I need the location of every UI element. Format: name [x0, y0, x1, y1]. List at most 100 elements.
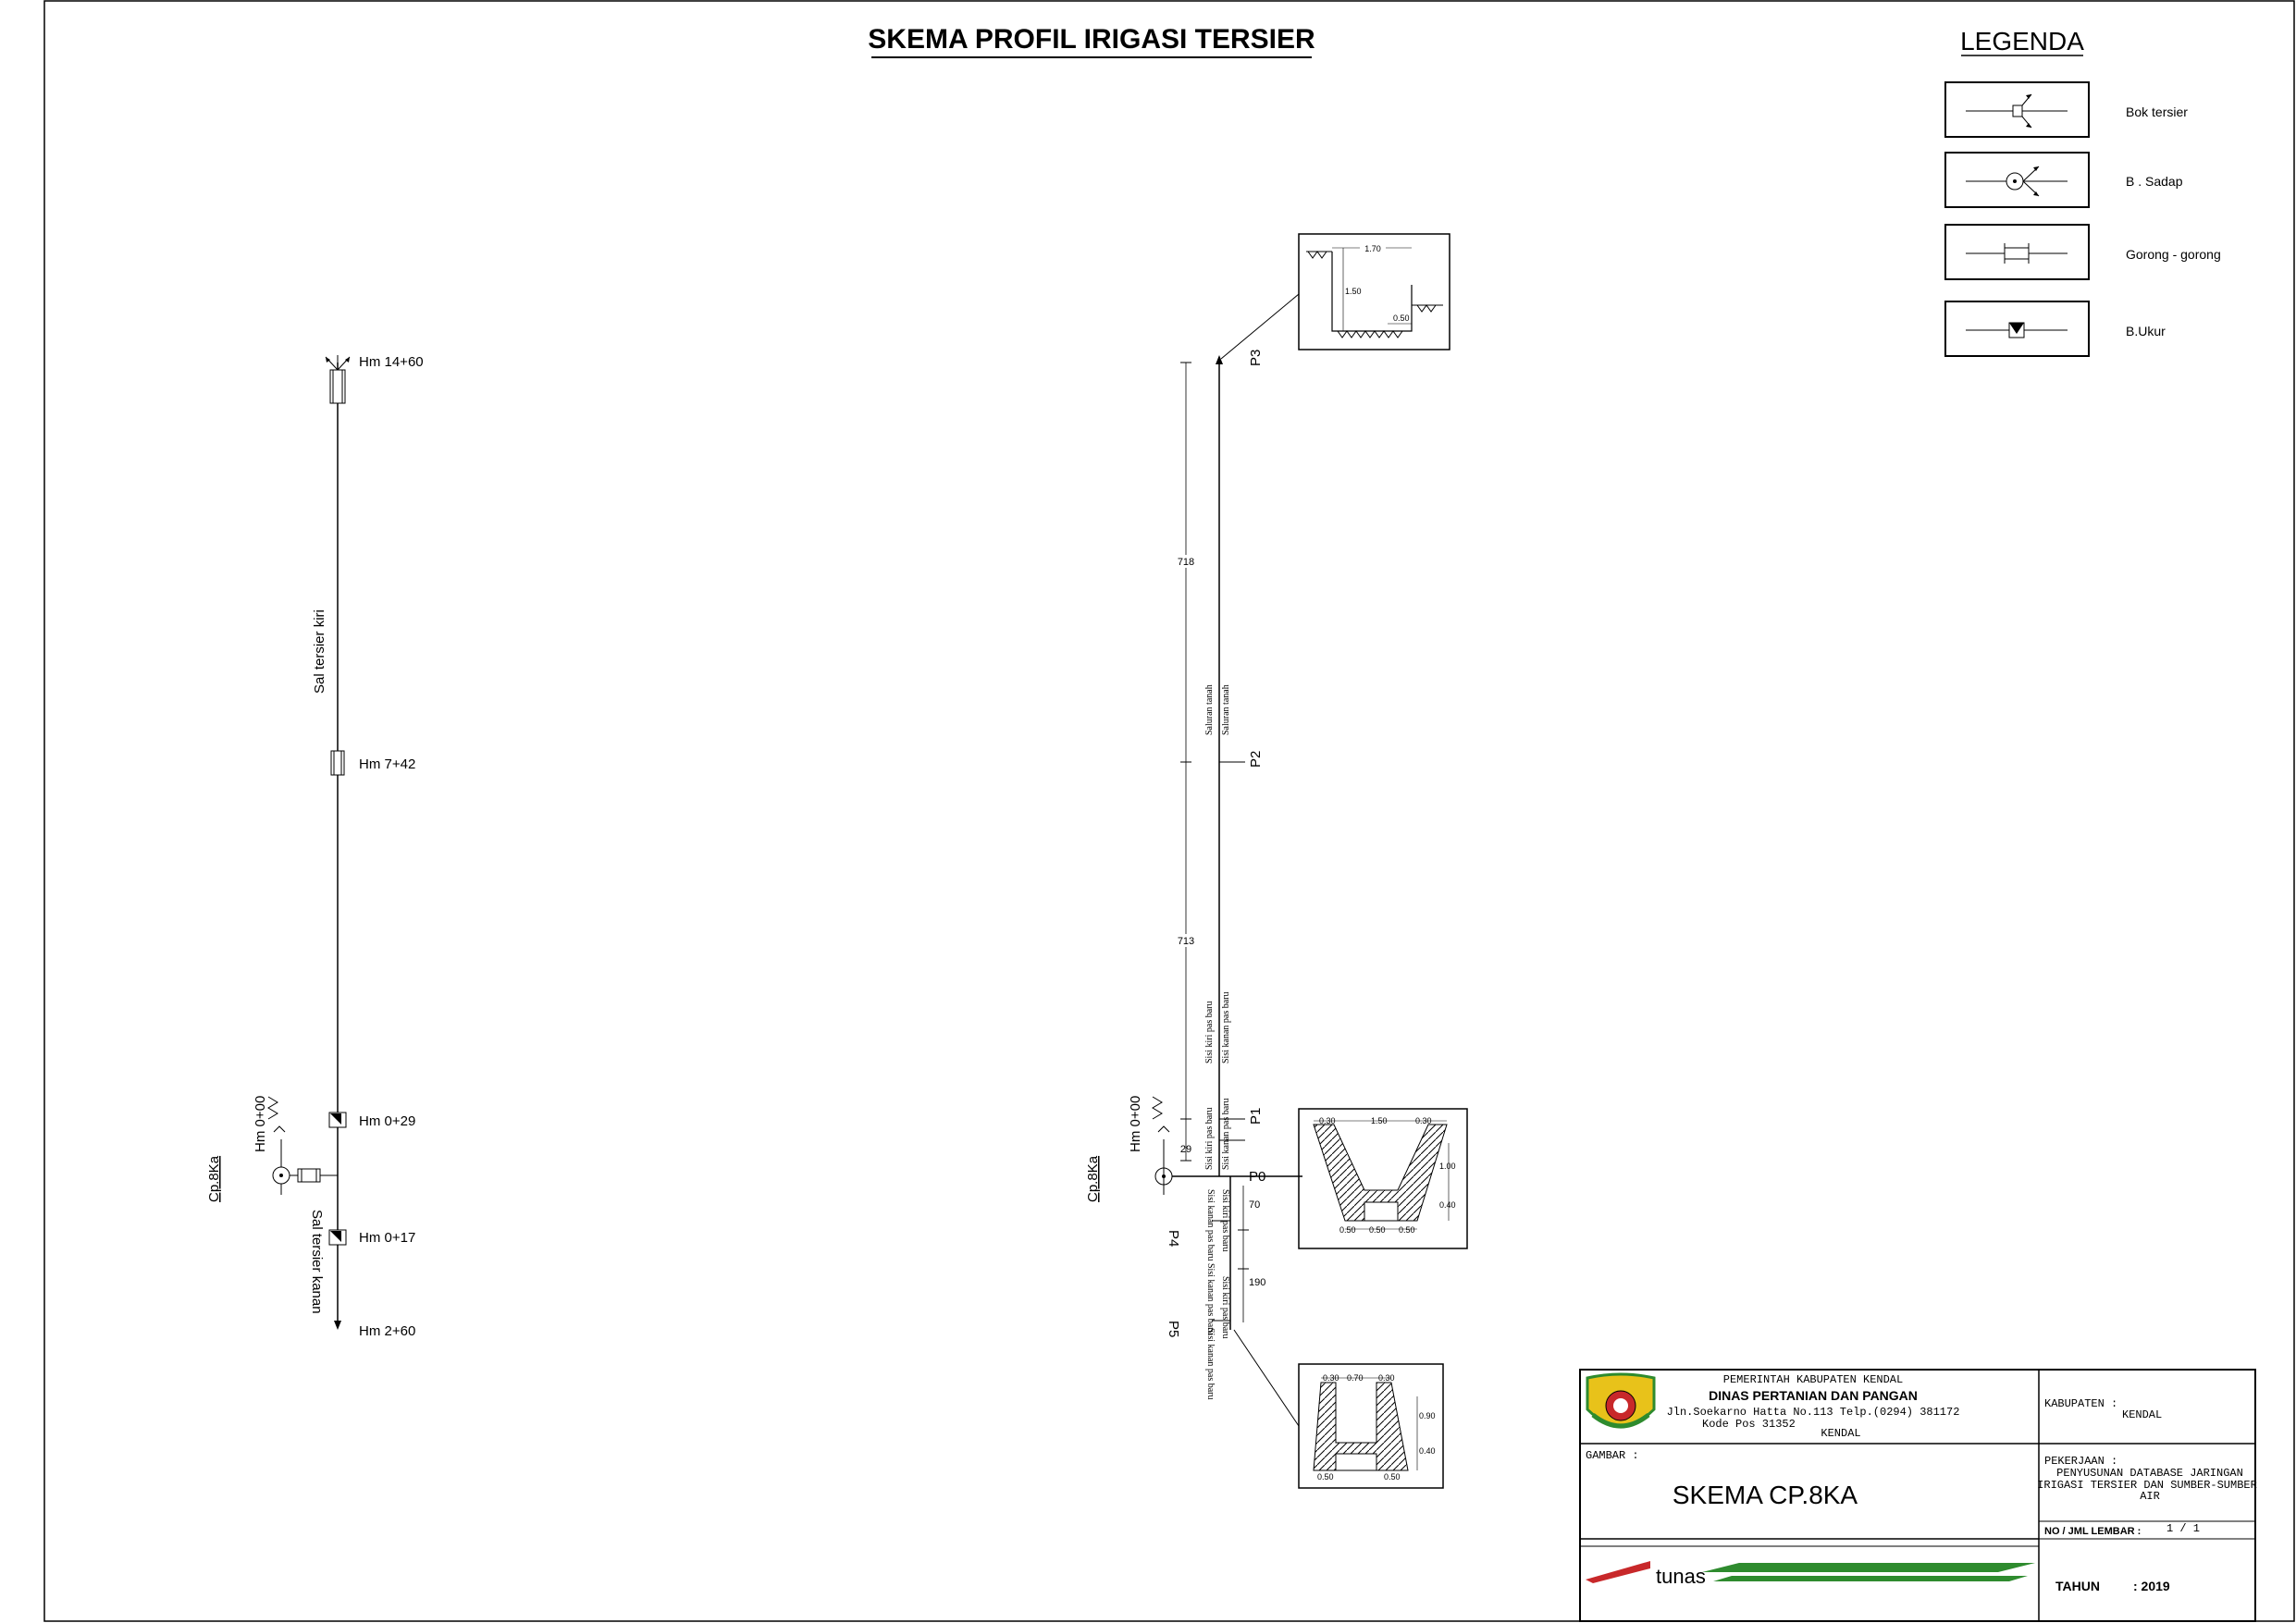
arrow-up-icon: [1216, 355, 1223, 364]
kabupaten-label: KABUPATEN :: [2044, 1397, 2117, 1410]
start-label: Hm 0+00: [1128, 1096, 1143, 1152]
section-dim: 1.50: [1371, 1116, 1388, 1125]
point-label: P2: [1248, 751, 1264, 768]
legend-title: LEGENDA: [1960, 27, 2084, 55]
lembar-value: 1 / 1: [2166, 1522, 2200, 1535]
legend-label: Gorong - gorong: [2126, 247, 2221, 262]
side-label: Sisi kiri pas baru: [1204, 1108, 1215, 1171]
side-label: Saluran tanah: [1221, 684, 1231, 735]
station-label: Hm 2+60: [359, 1323, 415, 1339]
gambar-value: SKEMA CP.8KA: [1673, 1481, 1858, 1509]
address-line2: Kode Pos 31352: [1702, 1418, 1796, 1431]
section-dim: 0.40: [1439, 1200, 1456, 1210]
section-dim: 0.70: [1347, 1373, 1364, 1383]
side-label: Sisi kiri pas baru: [1220, 1189, 1230, 1252]
side-label: Sisi kiri pas baru: [1204, 1002, 1215, 1064]
distance-label: 718: [1178, 557, 1194, 568]
source-label: Cp.8Ka: [206, 1155, 222, 1202]
distance-label: 713: [1178, 936, 1194, 947]
channel-label-right: Sal tersier kanan: [309, 1210, 325, 1314]
station-label: Hm 0+17: [359, 1230, 415, 1246]
legend-label: B . Sadap: [2126, 174, 2183, 189]
distance-label: 190: [1249, 1277, 1265, 1288]
pekerjaan-line1: PENYUSUNAN DATABASE JARINGAN: [2056, 1467, 2243, 1480]
cross-section-p1: 0.30 1.50 0.30 1.00 0.40 0.50 0.50 0.50: [1298, 1108, 1468, 1249]
pekerjaan-label: PEKERJAAN :: [2044, 1455, 2117, 1468]
section-dim: 0.30: [1378, 1373, 1395, 1383]
side-label: Sisi kanan pas baru: [1205, 1263, 1216, 1335]
source-label: Cp.8Ka: [1085, 1155, 1101, 1202]
bangunan-ukur-symbol-icon: [1966, 322, 2068, 338]
distance-label: 29: [1180, 1144, 1191, 1155]
section-dim: 0.50: [1369, 1225, 1386, 1235]
side-label: Sisi kanan pas baru: [1205, 1328, 1216, 1400]
legend-item-b-sadap: B . Sadap: [1944, 152, 2183, 208]
section-dim: 0.30: [1323, 1373, 1339, 1383]
section-dim: 0.50: [1384, 1472, 1401, 1482]
side-label: Sisi kanan pas baru: [1221, 1099, 1231, 1171]
station-label: Hm 14+60: [359, 354, 424, 370]
arrow-down-icon: [334, 1321, 341, 1330]
kabupaten-value: KENDAL: [2122, 1408, 2162, 1421]
legend: LEGENDA Bok tersier: [1944, 27, 2221, 357]
left-scheme: Hm 14+60 Hm 7+42 Sal tersier kiri Hm 0+2…: [206, 354, 424, 1339]
page-title: SKEMA PROFIL IRIGASI TERSIER: [868, 24, 1315, 55]
legend-item-gorong-gorong: Gorong - gorong: [1944, 224, 2221, 280]
gambar-label: GAMBAR :: [1586, 1449, 1639, 1462]
legend-item-bok-tersier: Bok tersier: [1944, 81, 2188, 138]
point-label: P0: [1249, 1169, 1265, 1185]
point-label: P5: [1166, 1321, 1181, 1337]
station-label: Hm 0+29: [359, 1113, 415, 1129]
legend-label: B.Ukur: [2126, 324, 2166, 338]
point-label: P4: [1166, 1230, 1181, 1247]
pekerjaan-line3: AIR: [2140, 1490, 2160, 1503]
b-ukur-icon: [328, 1112, 347, 1128]
section-dim: 0.50: [1393, 314, 1410, 323]
agency-line1: PEMERINTAH KABUPATEN KENDAL: [1723, 1373, 1903, 1386]
section-dim: 0.30: [1319, 1116, 1336, 1125]
sadap-intake-icon: [267, 1096, 338, 1195]
gorong-gorong-symbol-icon: [1966, 243, 2068, 264]
legend-item-b-ukur: B.Ukur: [1944, 301, 2166, 357]
point-label: P1: [1248, 1108, 1264, 1125]
tahun-value: : 2019: [2133, 1579, 2170, 1593]
tahun-label: TAHUN: [2055, 1579, 2100, 1593]
point-label: P3: [1248, 350, 1264, 366]
section-dim: 0.30: [1415, 1116, 1432, 1125]
section-dim: 0.40: [1419, 1446, 1436, 1456]
address-line1: Jln.Soekarno Hatta No.113 Telp.(0294) 38…: [1667, 1406, 1960, 1419]
b-ukur-icon: [328, 1229, 347, 1246]
side-label: Sisi kiri pas baru: [1220, 1276, 1230, 1339]
section-dim: 1.00: [1439, 1162, 1456, 1171]
sheet-border: [43, 0, 2295, 1622]
section-dim: 0.90: [1419, 1411, 1436, 1420]
bok-tersier-symbol-icon: [1966, 93, 2068, 129]
distance-label: 70: [1249, 1199, 1260, 1211]
pekerjaan-line2: IRIGASI TERSIER DAN SUMBER-SUMBER: [2037, 1479, 2257, 1492]
section-dim: 0.50: [1399, 1225, 1415, 1235]
section-dim: 1.70: [1364, 244, 1381, 253]
start-label: Hm 0+00: [253, 1096, 268, 1152]
cross-section-p5: 0.30 0.70 0.30 0.90 0.40 0.50 0.50: [1298, 1363, 1444, 1489]
section-dim: 0.50: [1339, 1225, 1356, 1235]
legend-label: Bok tersier: [2126, 105, 2188, 119]
section-dim: 0.50: [1317, 1472, 1334, 1482]
right-scheme: Hm 0+00 Cp.8Ka 718 713 29 70 190 P3 P2 P…: [1085, 233, 1468, 1489]
side-label: Sisi kanan pas baru: [1205, 1189, 1216, 1261]
gorong-gorong-icon: [330, 750, 345, 776]
company-name: tunas: [1656, 1565, 1706, 1588]
station-label: Hm 7+42: [359, 756, 415, 772]
bangunan-sadap-symbol-icon: [1966, 166, 2068, 197]
tunas-company-logo: tunas: [1586, 1561, 2035, 1588]
side-label: Sisi kanan pas baru: [1221, 992, 1231, 1064]
title-block: PEMERINTAH KABUPATEN KENDAL DINAS PERTAN…: [1579, 1369, 2257, 1622]
kendal-regency-logo: [1586, 1372, 1656, 1429]
agency-line2: DINAS PERTANIAN DAN PANGAN: [1709, 1388, 1918, 1403]
lembar-label: NO / JML LEMBAR :: [2044, 1526, 2141, 1537]
bok-tersier-icon: [325, 355, 351, 404]
cross-section-p3: 1.70 1.50 0.50: [1298, 233, 1450, 350]
side-label: Saluran tanah: [1204, 684, 1215, 735]
section-dim: 1.50: [1345, 287, 1362, 296]
channel-label-left: Sal tersier kiri: [312, 609, 327, 694]
